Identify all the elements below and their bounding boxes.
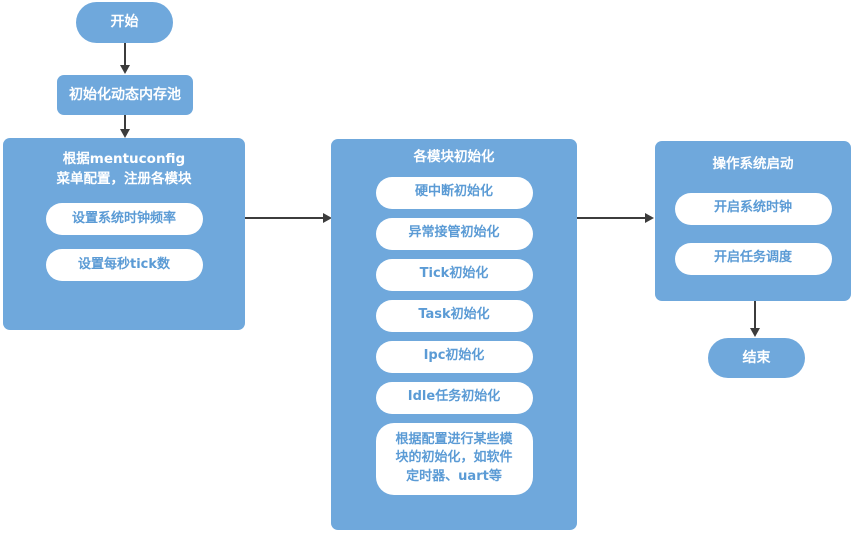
node-start-label: 开始 xyxy=(110,14,139,31)
node-init-memory-pool-label: 初始化动态内存池 xyxy=(69,86,181,103)
node-start[interactable]: 开始 xyxy=(76,2,173,43)
item-start-task-scheduling[interactable]: 开启任务调度 xyxy=(674,242,832,275)
item-start-task-scheduling-label: 开启任务调度 xyxy=(713,250,792,266)
connector-os-to-end xyxy=(754,301,756,329)
item-optional-module-init-label: 根据配置进行某些模块的初始化，如软件定时器、uart等 xyxy=(395,432,513,484)
item-hard-interrupt-init[interactable]: 硬中断初始化 xyxy=(375,176,533,209)
item-tick-init[interactable]: Tick初始化 xyxy=(375,258,533,291)
item-optional-module-init[interactable]: 根据配置进行某些模块的初始化，如软件定时器、uart等 xyxy=(375,422,533,495)
group-menuconfig: 根据mentuconfig 菜单配置，注册各模块 设置系统时钟频率 设置每秒ti… xyxy=(3,138,245,330)
item-ipc-init[interactable]: Ipc初始化 xyxy=(375,340,533,373)
group-os-startup: 操作系统启动 开启系统时钟 开启任务调度 xyxy=(655,141,851,301)
item-set-system-clock-frequency-label: 设置系统时钟频率 xyxy=(71,211,176,227)
item-tick-init-label: Tick初始化 xyxy=(419,266,489,282)
connector-mempool-to-menuconfig xyxy=(124,115,126,130)
node-end-label: 结束 xyxy=(742,349,771,366)
item-task-init-label: Task初始化 xyxy=(418,307,490,323)
connector-start-to-mempool xyxy=(124,43,126,66)
group-menuconfig-title-line1: 根据mentuconfig xyxy=(62,151,186,167)
connector-modules-to-os xyxy=(577,217,646,219)
item-task-init[interactable]: Task初始化 xyxy=(375,299,533,332)
arrowhead-menuconfig-to-modules xyxy=(323,213,332,223)
item-idle-task-init-label: Idle任务初始化 xyxy=(407,389,501,405)
arrowhead-start-to-mempool xyxy=(120,65,130,74)
item-exception-takeover-init[interactable]: 异常接管初始化 xyxy=(375,217,533,250)
arrowhead-modules-to-os xyxy=(645,213,654,223)
node-end[interactable]: 结束 xyxy=(708,338,805,378)
node-init-memory-pool[interactable]: 初始化动态内存池 xyxy=(57,75,193,115)
arrowhead-mempool-to-menuconfig xyxy=(120,129,130,138)
group-os-startup-title: 操作系统启动 xyxy=(712,156,794,172)
item-start-system-clock[interactable]: 开启系统时钟 xyxy=(674,192,832,225)
group-menuconfig-title-line2: 菜单配置，注册各模块 xyxy=(56,170,192,187)
item-idle-task-init[interactable]: Idle任务初始化 xyxy=(375,381,533,414)
group-module-init-title: 各模块初始化 xyxy=(413,149,495,165)
item-set-ticks-per-second[interactable]: 设置每秒tick数 xyxy=(45,249,203,282)
item-start-system-clock-label: 开启系统时钟 xyxy=(713,200,792,216)
item-hard-interrupt-init-label: 硬中断初始化 xyxy=(414,184,493,200)
connector-menuconfig-to-modules xyxy=(245,217,324,219)
item-set-ticks-per-second-label: 设置每秒tick数 xyxy=(77,257,171,273)
arrowhead-os-to-end xyxy=(750,328,760,337)
item-exception-takeover-init-label: 异常接管初始化 xyxy=(408,225,500,241)
group-module-init: 各模块初始化 硬中断初始化 异常接管初始化 Tick初始化 Task初始化 Ip… xyxy=(331,139,577,530)
item-set-system-clock-frequency[interactable]: 设置系统时钟频率 xyxy=(45,203,203,236)
group-menuconfig-title: 根据mentuconfig 菜单配置，注册各模块 xyxy=(3,150,245,189)
item-ipc-init-label: Ipc初始化 xyxy=(423,348,485,364)
